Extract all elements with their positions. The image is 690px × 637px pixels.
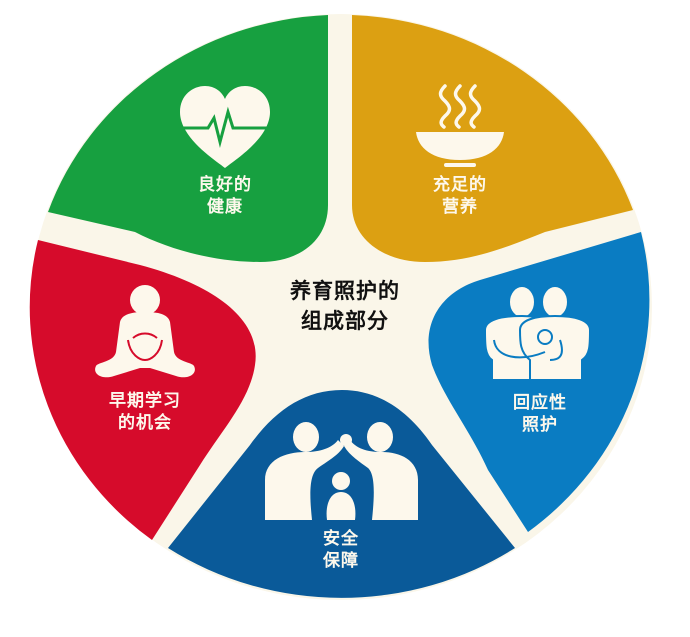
label-responsive-caregiving-line1: 回应性 (513, 393, 567, 413)
label-security-safety-line1: 安全 (323, 529, 359, 549)
sitting-child-icon (95, 285, 195, 378)
label-early-learning: 早期学习 的机会 (90, 390, 200, 434)
label-responsive-caregiving: 回应性 照护 (490, 392, 590, 436)
center-title-line2: 组成部分 (301, 309, 389, 333)
label-adequate-nutrition: 充足的 营养 (410, 174, 510, 218)
label-adequate-nutrition-line1: 充足的 (433, 175, 487, 195)
label-good-health: 良好的 健康 (175, 174, 275, 218)
label-adequate-nutrition-line2: 营养 (442, 197, 478, 217)
center-title-line1: 养育照护的 (290, 279, 400, 303)
parents-holding-baby-icon (483, 285, 592, 381)
label-early-learning-line2: 的机会 (118, 413, 172, 433)
center-title: 养育照护的 组成部分 (250, 276, 440, 336)
label-good-health-line1: 良好的 (198, 175, 252, 195)
steaming-bowl-icon (438, 84, 482, 129)
label-responsive-caregiving-line2: 照护 (522, 415, 558, 435)
label-security-safety: 安全 保障 (291, 528, 391, 572)
heart-pulse-icon (180, 86, 270, 168)
label-good-health-line2: 健康 (207, 197, 243, 217)
bowl-shape (416, 132, 504, 167)
label-security-safety-line2: 保障 (323, 551, 359, 571)
segment-good-health (48, 15, 328, 262)
segment-responsive-caregiving (428, 232, 650, 532)
label-early-learning-line1: 早期学习 (109, 391, 181, 411)
segment-early-learning (29, 240, 256, 540)
family-shelter-icon (265, 422, 418, 520)
